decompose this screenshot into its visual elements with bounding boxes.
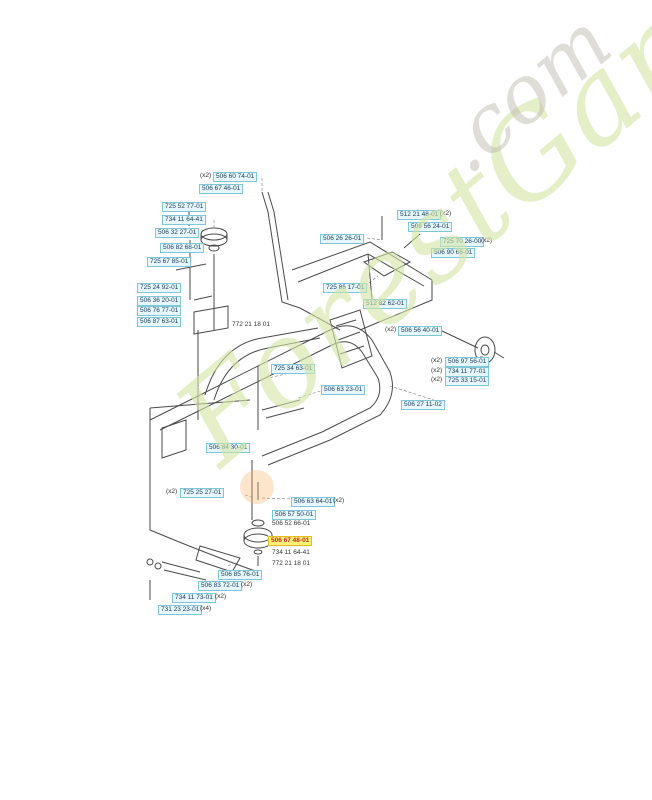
quantity-marker: (x2) [431, 357, 443, 364]
quantity-marker: (x2) [481, 237, 493, 244]
part-label: 734 11 73-01 [172, 593, 216, 603]
frame-plate [149, 408, 259, 573]
part-label: 506 63 64-01 [291, 497, 336, 507]
quantity-marker: (x2) [166, 488, 178, 495]
part-label: 506 83 72-01 [198, 581, 243, 591]
quantity-marker: (x2) [440, 210, 452, 217]
front-bumper-bar-inner [159, 341, 381, 433]
quantity-marker: (x2) [200, 172, 212, 179]
handle-rod-left [261, 191, 341, 331]
part-label: 506 82 68-01 [160, 243, 205, 253]
part-label: 506 76 77-01 [137, 306, 182, 316]
part-label: 506 52 66-01 [272, 520, 311, 527]
quantity-marker: (x4) [200, 605, 212, 612]
part-label: 725 25 27-01 [180, 488, 225, 498]
part-label: 506 56 24-01 [408, 222, 453, 232]
part-label: 734 11 64-41 [272, 549, 310, 556]
part-label: 506 85 76-01 [218, 570, 263, 580]
part-label: 734 11 64-41 [162, 215, 206, 225]
part-label: 731 23 23-01 [158, 605, 203, 615]
part-label: 506 26 26-01 [320, 234, 365, 244]
part-label: 506 97 56-01 [445, 357, 490, 367]
part-label: 506 36 20-01 [137, 296, 182, 306]
part-label: 506 90 68-01 [431, 248, 476, 258]
quantity-marker: (x2) [241, 581, 253, 588]
part-label: 506 27 11-02 [401, 400, 445, 410]
highlighted-part-label[interactable]: 506 67 48-01 [268, 536, 313, 546]
handle-bracket [291, 241, 433, 331]
part-label: 506 63 23-01 [321, 385, 366, 395]
part-label: 506 57 50-01 [272, 510, 317, 520]
part-label: 506 60 74-01 [213, 172, 258, 182]
part-label: 725 86 17-01 [323, 283, 368, 293]
quantity-marker: (x2) [431, 376, 443, 383]
part-label: 506 32 27-01 [155, 228, 200, 238]
part-label: 725 34 63-01 [271, 364, 316, 374]
part-label: 506 84 30-01 [206, 443, 251, 453]
upper-bracket [193, 305, 229, 335]
part-label: 506 87 63-01 [137, 317, 182, 327]
quantity-marker: (x2) [385, 326, 397, 333]
part-label: 772 21 18 01 [272, 560, 310, 567]
part-label: 506 56 40-01 [398, 326, 443, 336]
part-label: 725 33 15-01 [445, 376, 490, 386]
part-label: 506 67 46-01 [199, 184, 244, 194]
part-label: 725 24 92-01 [137, 283, 182, 293]
quantity-marker: (x2) [431, 367, 443, 374]
part-label: 772 21 18 01 [232, 321, 270, 328]
part-label: 725 52 77-01 [162, 202, 207, 212]
part-label: 725 70 26-00 [440, 237, 485, 247]
part-label: 512 21 48-01 [397, 210, 442, 220]
quantity-marker: (x2) [333, 497, 345, 504]
front-bumper-bar [149, 325, 393, 441]
quantity-marker: (x2) [215, 593, 227, 600]
part-label: 512 82 62-01 [363, 299, 408, 309]
pivot-plate [329, 309, 373, 369]
part-label: 725 67 85-01 [147, 257, 192, 267]
